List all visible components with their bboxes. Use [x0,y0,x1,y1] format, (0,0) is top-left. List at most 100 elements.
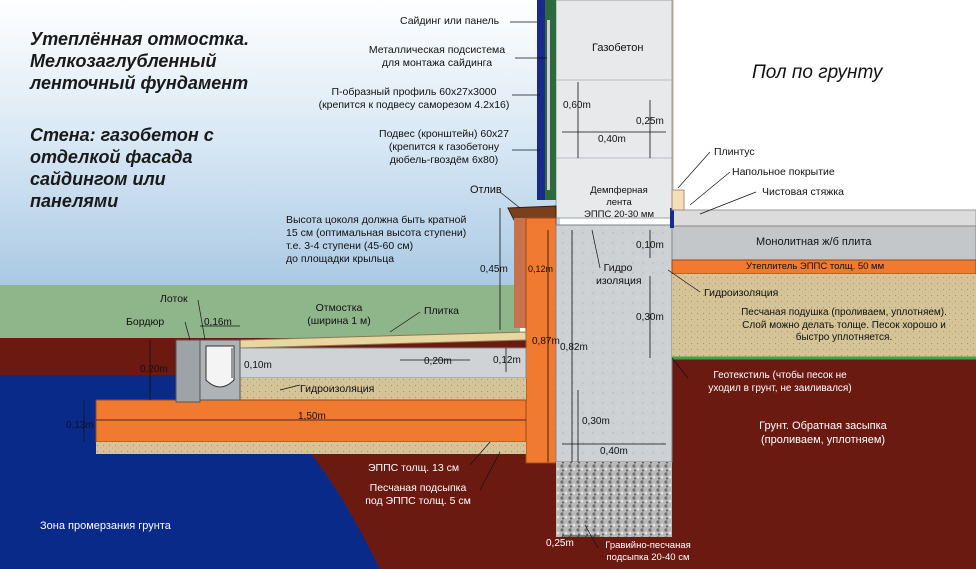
dim-013: 0,13m [66,420,94,431]
label-bracket-line-1: Подвес (кронштейн) 60x27 [379,128,509,140]
dim-020-curb: 0,20m [140,364,168,375]
subtitle-line-4: панелями [30,191,119,211]
label-sand-cushion: Песчаная подушка (проливаем, уплотняем).… [732,307,956,345]
label-plinth-line-4: до площадки крыльца [286,253,395,266]
label-tray: Лоток [160,293,188,305]
dim-030-sand: 0,30m [636,312,664,323]
label-tile: Плитка [424,305,460,317]
label-plinth-height: Высота цоколя должна быть кратной 15 cм … [286,214,466,267]
label-damper-line-1: Демпферная [590,185,648,196]
strip-foundation [555,224,673,463]
label-sand-under-line-2: под ЭППС толщ. 5 см [365,495,471,508]
curb [175,339,201,403]
label-floor-cover: Напольное покрытие [732,166,835,178]
label-subsystem: Металлическая подсистема для монтажа сай… [362,44,512,70]
label-damper: Демпферная лента ЭППС 20-30 мм [574,185,664,221]
finish-screed [671,209,976,227]
label-blind-area-line-2: (ширина 1 м) [307,315,371,328]
dim-045: 0,45m [480,264,508,275]
label-sand-under-line-1: Песчаная подсыпка [369,482,467,494]
interior-wall-area [672,0,976,210]
monolithic-slab [671,225,976,261]
label-bracket-line-2: (крепится к газобетону [388,141,500,154]
floor-title: Пол по грунту [752,62,883,83]
sand-cushion [672,274,976,358]
dim-150: 1,50m [298,411,326,422]
siding-panel [537,0,545,200]
blind-area-concrete [239,347,527,379]
label-plinth-line-1: Высота цоколя должна быть кратной [286,214,467,226]
label-plinth-line-2: 15 cм (оптимальная высота ступени) [286,227,467,240]
label-subsystem-line-2: для монтажа сайдинга [381,57,493,70]
label-sand-cushion-line-3: быстро уплотняется. [795,332,893,343]
label-damper-line-2: лента [606,196,632,208]
label-profile: П-образный профиль 60x27x3000 (крепится … [318,86,510,112]
subtitle-line-1: Стена: газобетон с [30,125,214,145]
dim-020-blind: 0,20m [424,356,452,367]
label-bracket: Подвес (кронштейн) 60x27 (крепится к газ… [376,128,512,167]
dim-025: 0,25m [636,116,664,127]
label-geotextile-line-1: Геотекстиль (чтобы песок не [713,370,847,381]
label-sand-cushion-line-2: Слой можно делать толще. Песок хорошо и [742,319,946,331]
dim-010-blind: 0,10m [244,360,272,371]
label-blind-area: Отмостка (ширина 1 м) [296,302,382,328]
label-damper-line-3: ЭППС 20-30 мм [584,208,654,220]
frost-zone [0,375,380,569]
dim-040-bottom: 0,40m [600,446,628,457]
gravel-bed [556,462,672,537]
label-hydro-iso: Гидро изоляция [596,262,642,288]
sand-under-epps [96,442,526,454]
label-geotextile-line-2: уходил в грунт, не заиливался) [708,382,852,394]
label-screed: Чистовая стяжка [762,186,844,198]
label-drip: Отлив [470,184,502,196]
label-epps13: ЭППС толщ. 13 см [368,462,460,474]
dim-012-blind: 0,12m [493,355,521,366]
label-waterproof-right: Гидроизоляция [704,287,779,299]
dim-025-gravel: 0,25m [546,538,574,549]
label-subsystem-line-1: Металлическая подсистема [368,44,506,56]
label-gravel-line-1: Гравийно-песчаная [605,540,691,551]
dim-082: 0,82m [560,342,588,353]
label-geotextile: Геотекстиль (чтобы песок не уходил в гру… [690,370,870,395]
title-line-3: ленточный фундамент [30,73,249,93]
title-line-1: Утеплённая отмостка. [30,29,249,49]
label-profile-line-1: П-образный профиль 60x27x3000 [331,86,497,98]
dim-040-top: 0,40m [598,134,626,145]
dim-016: 0,16m [204,317,232,328]
sand-under-blind [240,378,526,400]
label-hydro-iso-line-2: изоляция [596,275,642,288]
plinth-brick [514,218,526,328]
label-bracket-line-3: дюбель-гвоздём 6x80) [389,154,499,167]
label-insulation: Утеплитель ЭППС толщ. 50 мм [746,261,885,272]
label-profile-line-2: (крепится к подвесу саморезом 4.2x16) [318,99,510,112]
label-skirting: Плинтус [714,146,755,158]
dim-060: 0,60m [563,100,591,111]
label-blind-area-line-1: Отмостка [315,302,363,314]
dim-087: 0,87m [532,336,560,347]
label-gazobeton: Газобетон [592,42,644,54]
label-siding: Сайдинг или панель [400,15,500,27]
label-plinth-line-3: т.е. 3-4 ступени (45-60 см) [286,240,414,253]
subtitle-line-2: отделкой фасада [30,147,193,167]
title-block: Утеплённая отмостка. Мелкозаглубленный л… [30,28,249,94]
grass-band [0,285,520,340]
label-freeze-zone: Зона промерзания грунта [40,520,171,532]
label-soil-line-2: (проливаем, уплотняем) [760,433,886,446]
label-gravel-line-2: подсыпка 20-40 см [606,551,690,563]
label-border: Бордюр [126,316,165,328]
label-gravel: Гравийно-песчаная подсыпка 20-40 см [598,540,698,564]
label-soil-line-1: Грунт. Обратная засыпка [759,420,887,432]
sky [0,0,560,290]
label-hydro-iso-line-1: Гидро [603,262,633,274]
label-soil: Грунт. Обратная засыпка (проливаем, упло… [748,420,898,448]
subsystem [545,0,556,200]
dim-012-plinth: 0,12m [528,264,554,274]
label-sand-under: Песчаная подсыпка под ЭППС толщ. 5 см [356,482,480,508]
label-slab: Монолитная ж/б плита [756,236,872,248]
epps-13cm [95,399,527,443]
label-waterproof-low: Гидроизоляция [300,383,375,395]
dim-030-foot: 0,30m [582,416,610,427]
label-sand-cushion-line-1: Песчаная подушка (проливаем, уплотняем). [741,307,947,318]
subtitle-line-3: сайдингом или [30,169,166,189]
